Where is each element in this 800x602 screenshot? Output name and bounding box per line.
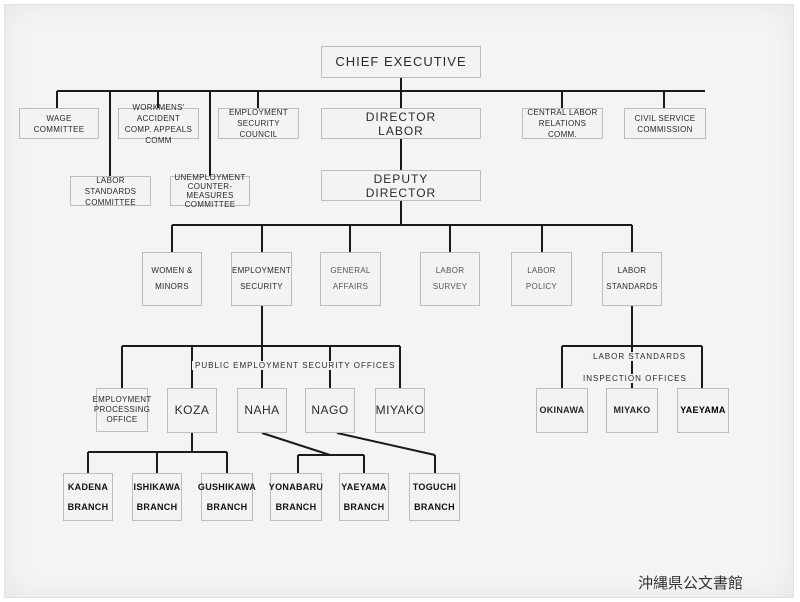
general-affairs-box: GENERAL AFFAIRS bbox=[320, 252, 381, 306]
women-minors-box: WOMEN & MINORS bbox=[142, 252, 202, 306]
yonabaru-branch-box: YONABARU BRANCH bbox=[269, 473, 323, 521]
director-labor-box: DIRECTOR LABOR bbox=[321, 108, 481, 139]
inspection-label-line1: LABOR STANDARDS bbox=[590, 352, 690, 361]
yaeyama-inspection-box: YAEYAMA bbox=[677, 388, 729, 433]
nago-office-box: NAGO bbox=[305, 388, 355, 433]
inspection-label-line2: INSPECTION OFFICES bbox=[580, 374, 690, 383]
labor-survey-box: LABOR SURVEY bbox=[420, 252, 480, 306]
public-employment-offices-label: PUBLIC EMPLOYMENT SECURITY OFFICES bbox=[192, 361, 399, 370]
koza-office-box: KOZA bbox=[167, 388, 217, 433]
naha-office-box: NAHA bbox=[237, 388, 287, 433]
labor-standards-committee-box: LABOR STANDARDS COMMITTEE bbox=[70, 176, 151, 207]
ishikawa-branch-box: ISHIKAWA BRANCH bbox=[132, 473, 182, 521]
employment-security-council-box: EMPLOYMENT SECURITY COUNCIL bbox=[218, 108, 299, 139]
yaeyama-branch-box: YAEYAMA BRANCH bbox=[339, 473, 389, 521]
workmens-accident-box: WORKMENS' ACCIDENT COMP. APPEALS COMM bbox=[118, 103, 199, 145]
miyako-office-box: MIYAKO bbox=[375, 388, 425, 433]
employment-security-box: EMPLOYMENT SECURITY bbox=[231, 252, 292, 306]
unemployment-committee-box: UNEMPLOYMENT COUNTER-MEASURES COMMITTEE bbox=[170, 173, 250, 209]
civil-service-commission-box: CIVIL SERVICE COMMISSION bbox=[624, 108, 706, 139]
central-labor-relations-box: CENTRAL LABOR RELATIONS COMM. bbox=[522, 108, 603, 139]
toguchi-branch-box: TOGUCHI BRANCH bbox=[409, 473, 460, 521]
archive-stamp: 沖縄県公文書館 bbox=[638, 574, 744, 592]
kadena-branch-box: KADENA BRANCH bbox=[63, 473, 113, 521]
chief-executive-box: CHIEF EXECUTIVE bbox=[321, 46, 481, 78]
gushikawa-branch-box: GUSHIKAWA BRANCH bbox=[198, 473, 256, 521]
labor-standards-box: LABOR STANDARDS bbox=[602, 252, 662, 306]
wage-committee-box: WAGE COMMITTEE bbox=[19, 108, 99, 139]
miyako-inspection-box: MIYAKO bbox=[606, 388, 658, 433]
deputy-director-box: DEPUTY DIRECTOR bbox=[321, 170, 481, 201]
okinawa-inspection-box: OKINAWA bbox=[536, 388, 588, 433]
labor-policy-box: LABOR POLICY bbox=[511, 252, 572, 306]
employment-processing-office-box: EMPLOYMENT PROCESSING OFFICE bbox=[93, 388, 151, 432]
